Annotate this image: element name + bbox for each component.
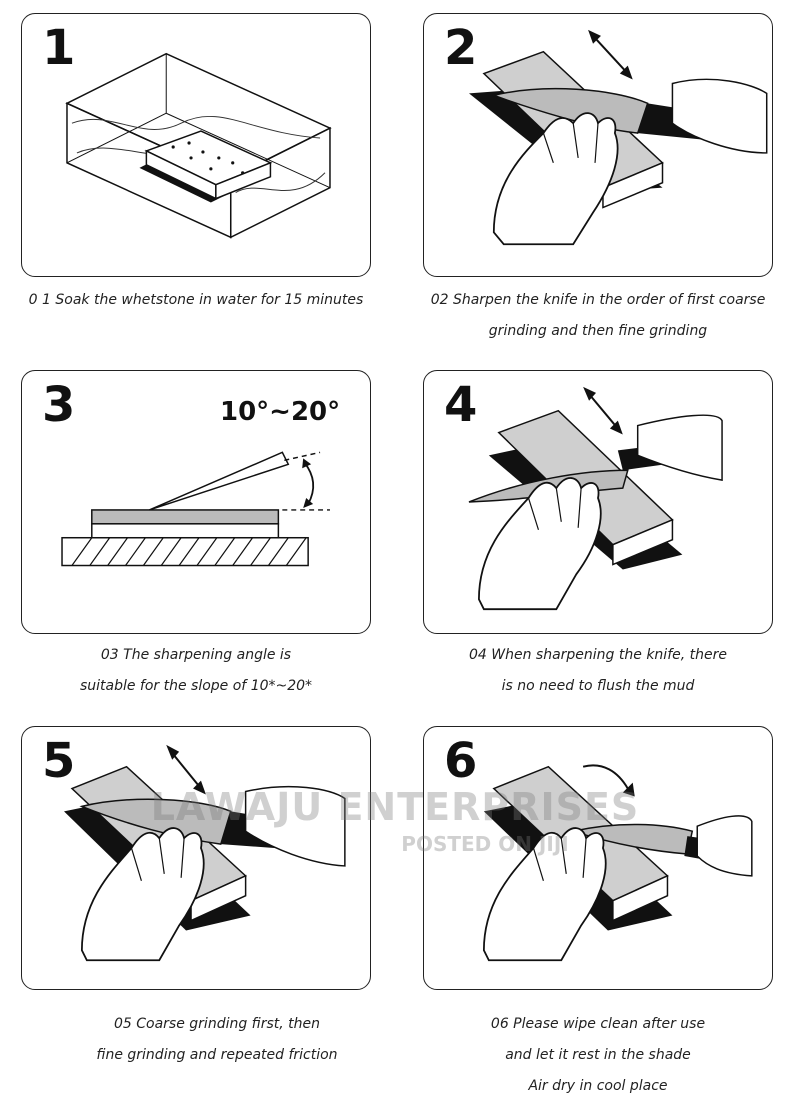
caption-line: and let it rest in the shade <box>505 1047 691 1063</box>
caption-line: 06 Please wipe clean after use <box>490 1016 706 1032</box>
caption-line: grinding and then fine grinding <box>488 323 708 339</box>
step-5-panel: 5 <box>21 726 371 990</box>
step-2-panel: 2 <box>423 13 773 277</box>
caption-line: fine grinding and repeated friction <box>96 1047 338 1063</box>
step-4-caption: 04 When sharpening the knife, there is n… <box>423 640 773 702</box>
step-3-caption: 03 The sharpening angle is suitable for … <box>21 640 371 702</box>
step-5-caption: 05 Coarse grinding first, then fine grin… <box>21 1009 413 1071</box>
caption-line: is no need to flush the mud <box>501 678 695 694</box>
caption-line: 02 Sharpen the knife in the order of fir… <box>430 292 766 308</box>
step-1-panel: 1 <box>21 13 371 277</box>
watermark-title: LAWAJU ENTERPRISES <box>150 785 640 829</box>
no-flush-illustration <box>468 386 723 611</box>
step-number: 4 <box>444 377 478 433</box>
sharpen-illustration <box>468 29 768 246</box>
angle-illustration <box>61 451 330 567</box>
step-number: 2 <box>444 20 478 76</box>
step-6-caption: 06 Please wipe clean after use and let i… <box>423 1009 773 1102</box>
step-2-caption: 02 Sharpen the knife in the order of fir… <box>410 285 786 347</box>
watermark-subtitle: POSTED ON JIJI <box>401 832 569 856</box>
step-6-panel: 6 <box>423 726 773 990</box>
caption-line: 05 Coarse grinding first, then <box>113 1016 321 1032</box>
step-3-panel: 3 10°~20° <box>21 370 371 634</box>
caption-line: 04 When sharpening the knife, there <box>469 647 727 663</box>
step-4-panel: 4 <box>423 370 773 634</box>
soak-illustration <box>65 52 332 239</box>
coarse-fine-illustration <box>64 744 346 962</box>
caption-line: 03 The sharpening angle is <box>100 647 292 663</box>
angle-label: 10°~20° <box>220 397 341 427</box>
wipe-clean-illustration <box>482 764 753 962</box>
caption-line: 0 1 Soak the whetstone in water for 15 m… <box>28 292 364 308</box>
step-number: 5 <box>42 733 76 789</box>
step-1-caption: 0 1 Soak the whetstone in water for 15 m… <box>21 285 371 316</box>
step-number: 1 <box>42 20 76 76</box>
caption-line: suitable for the slope of 10*~20* <box>79 678 313 694</box>
step-number: 6 <box>444 733 478 789</box>
caption-line: Air dry in cool place <box>528 1078 668 1094</box>
step-number: 3 <box>42 377 76 433</box>
